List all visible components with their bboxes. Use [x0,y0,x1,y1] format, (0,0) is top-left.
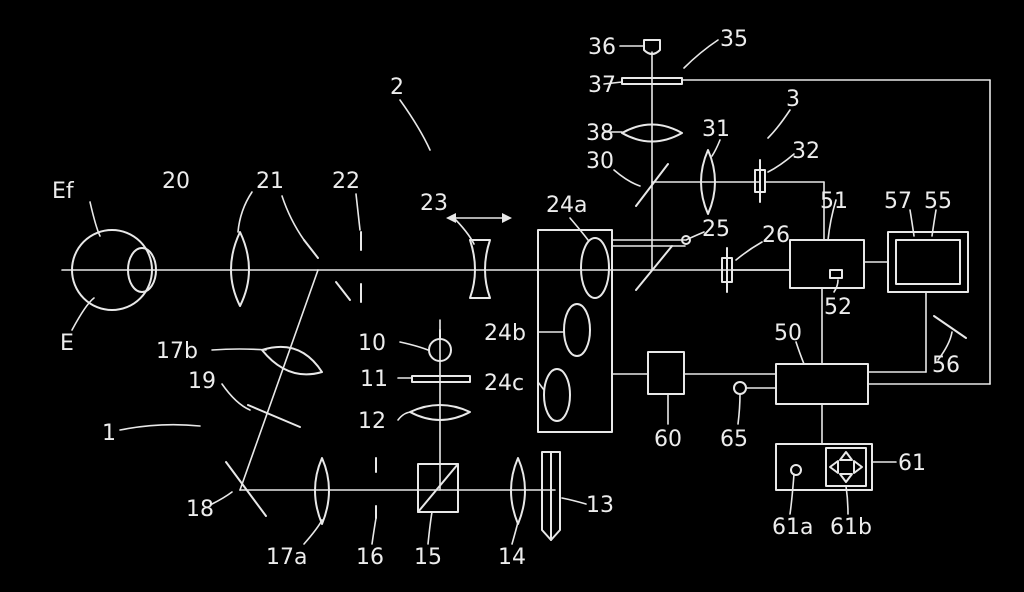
label-1: 1 [102,421,116,446]
label-10: 10 [358,331,386,356]
beam-splitter-15 [417,463,459,513]
block-51 [789,239,865,289]
lens-turret-box [537,229,613,433]
label-Ef: Ef [52,179,75,204]
element-11 [411,375,471,383]
element-19 [247,404,301,428]
label-24c: 24c [484,371,524,396]
label-13: 13 [586,493,614,518]
label-37: 37 [588,73,616,98]
label-17b: 17b [156,339,198,364]
label-35: 35 [720,27,748,52]
mirror-21 [303,239,319,259]
label-16: 16 [356,545,384,570]
button-61a [790,464,802,476]
label-61b: 61b [830,515,872,540]
label-3: 3 [786,87,800,112]
label-50: 50 [774,321,802,346]
lens-23 [469,239,491,299]
label-14: 14 [498,545,526,570]
input-device-61 [775,443,873,491]
label-52: 52 [824,295,852,320]
mirror-21b [335,281,351,301]
lens-38 [621,123,683,143]
sensor-36 [643,39,661,55]
lens-12 [409,404,471,421]
label-17a: 17a [266,545,307,570]
label-2: 2 [390,75,404,100]
lens-31 [700,149,716,215]
lens-24a [580,237,610,299]
illumination-diagonal [239,269,319,491]
element-13 [541,451,561,541]
lens-14 [510,457,526,525]
label-E: E [60,331,74,356]
joystick-61b [825,447,867,487]
label-20: 20 [162,169,190,194]
element-65 [733,381,747,395]
lens-17a [314,457,330,525]
label-26: 26 [762,223,790,248]
label-12: 12 [358,409,386,434]
block-52 [829,269,843,279]
mirror-25 [635,245,673,291]
screen-57 [895,239,961,285]
label-24b: 24b [484,321,526,346]
label-11: 11 [360,367,388,392]
label-51: 51 [820,189,848,214]
label-32: 32 [792,139,820,164]
lens-20 [230,231,250,307]
lens-24c [543,368,571,422]
label-55: 55 [924,189,952,214]
label-61a: 61a [772,515,813,540]
label-56: 56 [932,353,960,378]
label-31: 31 [702,117,730,142]
lens-24b [563,303,591,357]
element-56 [933,315,967,339]
block-50 [775,363,869,405]
label-15: 15 [414,545,442,570]
label-18: 18 [186,497,214,522]
label-25: 25 [702,217,730,242]
label-21: 21 [256,169,284,194]
block-60 [647,351,685,395]
label-22: 22 [332,169,360,194]
label-60: 60 [654,427,682,452]
label-38: 38 [586,121,614,146]
mirror-30 [635,163,669,207]
label-30: 30 [586,149,614,174]
element-37 [621,77,683,85]
label-24a: 24a [546,193,587,218]
label-65: 65 [720,427,748,452]
label-23: 23 [420,191,448,216]
lens-17b [261,345,323,376]
mirror-18 [225,461,267,517]
label-19: 19 [188,369,216,394]
label-36: 36 [588,35,616,60]
label-61: 61 [898,451,926,476]
label-57: 57 [884,189,912,214]
